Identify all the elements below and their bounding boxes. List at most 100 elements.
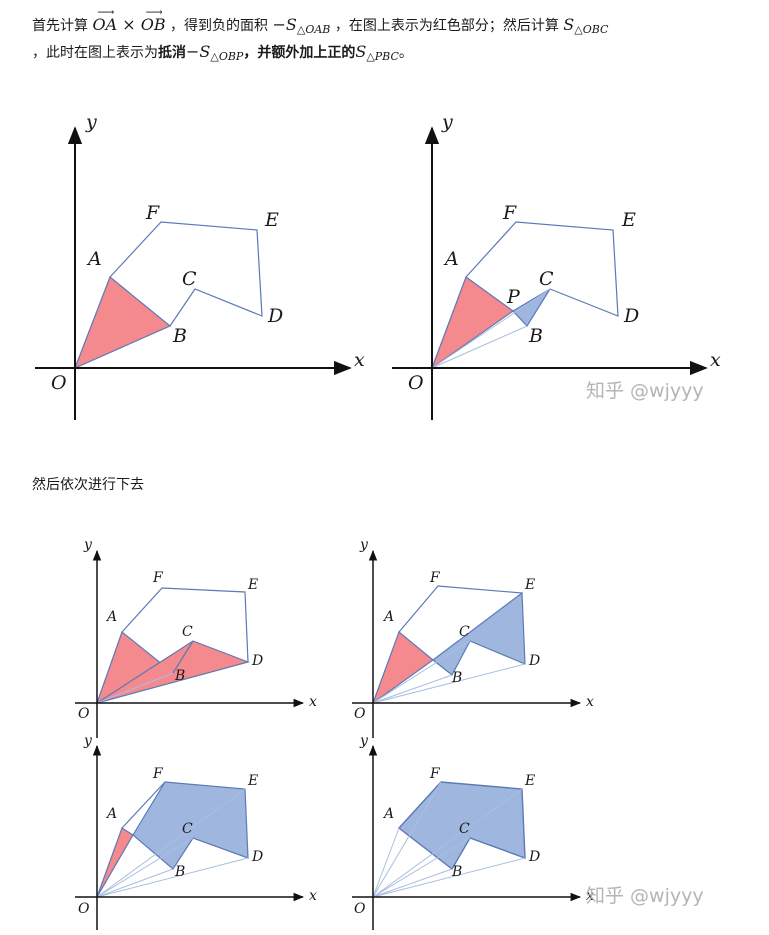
axis-label-x: x [354,349,365,371]
paragraph-intro: 首先计算 OA × OB ，得到负的面积 −S△OAB ，在图上表示为红色部分；… [32,1,742,68]
times-sign: × [117,15,141,34]
subscript-pbc: △PBC [366,50,399,63]
ray-of [372,781,442,898]
positive-area-pbc [512,288,551,327]
ray-oe [96,788,246,898]
ray-ob [96,868,174,898]
negative-area [371,630,434,705]
area-symbol: S [563,15,575,34]
point-label-o: O [78,901,90,917]
point-label-e: E [621,209,636,231]
figure-step-2: y x O A P B C D E F 知乎 @wjyyy [392,111,721,420]
edge-bc [172,640,194,674]
text-fragment: ，得到负的面积 [165,18,273,34]
point-label-b: B [172,325,187,347]
watermark: 知乎 @wjyyy [586,885,704,907]
point-label-e: E [264,209,279,231]
point-label-e: E [247,773,258,789]
vector-ob: OB [140,1,167,36]
ray-oc [372,837,471,898]
ray-ob [372,674,453,704]
point-label-c: C [459,821,470,837]
point-label-b: B [451,670,462,686]
subscript-oab: △OAB [296,23,331,36]
point-label-c: C [459,624,470,640]
ray-od [372,663,526,704]
point-label-o: O [51,372,67,394]
axis-label-y: y [359,733,369,749]
point-label-a: A [443,248,459,270]
point-label-f: F [502,202,517,224]
watermark: 知乎 @wjyyy [586,380,704,402]
axis-label-x: x [710,349,721,371]
polygon-outline [465,221,619,317]
ray-od [372,857,526,898]
negative-area-oap [430,276,515,370]
point-label-c: C [182,624,193,640]
paragraph-continue: 然后依次进行下去 [32,477,144,493]
axis-label-y: y [359,537,369,553]
axis-label-x: x [586,694,594,710]
polygon-outline [398,585,523,633]
point-label-f: F [429,766,441,782]
positive-area [432,591,526,676]
text-fragment: ，此时在图上表示为 [32,45,158,61]
point-label-d: D [251,849,263,865]
ray-ob [372,868,453,898]
point-label-b: B [174,668,185,684]
point-label-d: D [528,653,540,669]
point-label-f: F [145,202,160,224]
point-label-b: B [528,325,543,347]
axis-label-x: x [309,694,317,710]
polygon-outline [121,587,249,663]
point-label-p: P [506,286,521,308]
point-label-o: O [354,901,366,917]
point-label-c: C [539,268,554,290]
axis-label-y: y [85,111,97,133]
figure-step-5: y x O A B C D E F [75,733,317,930]
point-label-c: C [182,821,193,837]
point-label-f: F [429,570,441,586]
ray-oc [372,640,471,704]
point-label-f: F [152,570,164,586]
bold-cancel: 抵消 [158,45,186,61]
text-fragment: ， [243,45,258,61]
text-fragment: 。 [398,45,413,61]
point-label-e: E [524,577,535,593]
negative-area-ocd [96,640,250,704]
point-label-e: E [247,577,258,593]
point-label-a: A [382,609,394,625]
ray-oa [372,827,400,898]
ray-ob [96,672,174,704]
vector-oa: OA [91,1,117,36]
point-label-d: D [251,653,263,669]
point-label-d: D [623,305,639,327]
figure-step-6: y x O A B C D E F 知乎 @wjyyy [352,733,704,930]
point-label-a: A [382,806,394,822]
text-fragment: 首先计算 [32,18,93,34]
figure-step-3: y x O A B C D E F [75,537,317,738]
axis-label-x: x [309,888,317,904]
text-fragment: ，在图上表示为红色部分；然后计算 [330,18,564,34]
area-symbol: S [355,42,367,61]
point-label-d: D [267,305,283,327]
point-label-o: O [354,706,366,722]
negative-area-oab [73,276,172,370]
point-label-a: A [105,806,117,822]
point-label-e: E [524,773,535,789]
point-label-o: O [408,372,424,394]
point-label-d: D [528,849,540,865]
axis-label-y: y [441,111,453,133]
point-label-b: B [174,864,185,880]
subscript-obc: △OBC [574,23,609,36]
figure-step-4: y x O A B C D E F [352,537,594,738]
point-label-b: B [451,864,462,880]
polygon-outline [109,221,263,327]
point-label-c: C [182,268,197,290]
axis-label-y: y [83,733,93,749]
point-label-o: O [78,706,90,722]
figure-step-1: y x O A B C D E F [35,111,365,420]
ray-oc [431,288,551,369]
axis-label-y: y [83,537,93,553]
